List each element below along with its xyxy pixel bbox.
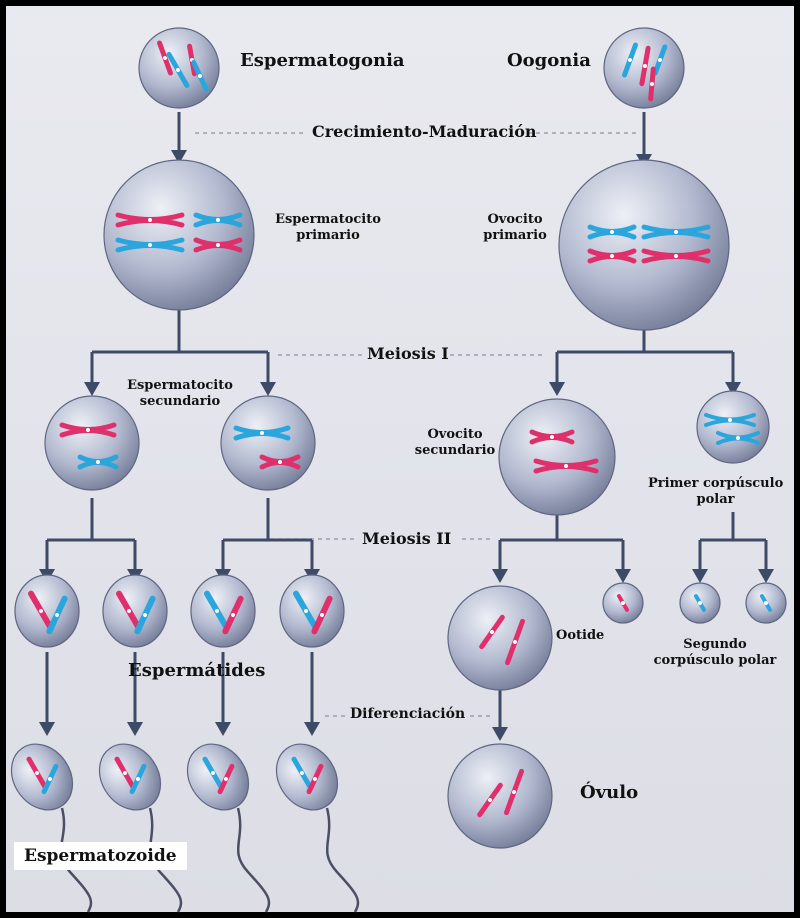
- chromosome-icon: [641, 248, 711, 264]
- cell-icon: [498, 398, 616, 516]
- cell-icon: [190, 574, 256, 648]
- label-espermatogonia: Espermatogonia: [240, 50, 405, 71]
- chromosome-icon: [166, 51, 190, 89]
- chromosome-icon: [479, 614, 505, 650]
- cell-icon: [44, 395, 140, 491]
- chromosome-icon: [652, 44, 668, 76]
- arrow-down-icon: [549, 382, 565, 396]
- label-espermatides: Espermátides: [128, 660, 266, 681]
- label-espermatozoide: Espermatozoide: [14, 842, 187, 870]
- chromosome-icon: [311, 595, 333, 635]
- arrow-down-icon: [492, 569, 508, 583]
- cells-layer: [10, 27, 787, 849]
- chromosome-icon: [217, 763, 235, 795]
- chromosome-icon: [115, 237, 185, 253]
- dashed-guides: [195, 132, 640, 717]
- sperm-tail-icon: [236, 807, 271, 913]
- chromosome-icon: [622, 42, 638, 78]
- label-espermatocito-secundario: Espermatocito secundario: [127, 378, 233, 409]
- chromosome-icon: [115, 212, 185, 228]
- chromosome-icon: [129, 763, 147, 795]
- chromosome-icon: [694, 594, 706, 612]
- cell-icon: [447, 585, 553, 691]
- chromosome-icon: [26, 756, 48, 790]
- chromosome-icon: [28, 590, 54, 632]
- arrow-down-icon: [171, 150, 187, 164]
- arrow-down-icon: [692, 569, 708, 583]
- arrow-down-icon: [260, 382, 276, 396]
- label-ovulo: Óvulo: [580, 782, 639, 803]
- sperm-tail-icon: [325, 807, 360, 913]
- chromosome-icon: [648, 66, 656, 102]
- label-ootide: Ootide: [556, 628, 605, 643]
- chromosome-icon: [306, 763, 324, 795]
- chromosome-icon: [191, 59, 209, 93]
- chromosome-icon: [193, 237, 243, 253]
- cell-icon: [103, 159, 255, 311]
- sperm-tail-icon: [59, 807, 93, 913]
- chromosome-icon: [716, 431, 760, 445]
- chromosome-icon: [587, 248, 637, 264]
- chromosome-icon: [222, 595, 244, 635]
- arrow-down-icon: [758, 569, 774, 583]
- chromosome-icon: [639, 45, 651, 87]
- chromosome-icon: [259, 454, 301, 470]
- cell-icon: [447, 743, 553, 849]
- arrow-down-icon: [127, 722, 143, 736]
- arrow-down-icon: [492, 727, 508, 741]
- chromosome-icon: [504, 618, 526, 666]
- chromosome-icon: [760, 594, 772, 612]
- chromosome-icon: [77, 454, 119, 470]
- chromosome-icon: [533, 458, 599, 474]
- arrow-down-icon: [84, 382, 100, 396]
- chromosome-icon: [233, 425, 291, 441]
- label-crecimiento-maduracion: Crecimiento-Maduración: [312, 122, 537, 141]
- chromosome-icon: [46, 595, 68, 635]
- chromosome-icon: [134, 595, 156, 635]
- chromosome-icon: [114, 756, 136, 790]
- cell-icon: [279, 574, 345, 648]
- cell-icon: [220, 395, 316, 491]
- label-diferenciacion: Diferenciación: [350, 706, 466, 722]
- cell-icon: [696, 390, 770, 464]
- chromosome-icon: [59, 422, 117, 438]
- sperm-head-icon: [10, 743, 74, 811]
- chromosome-icon: [617, 594, 629, 612]
- chromosome-icon: [202, 756, 224, 790]
- arrow-down-icon: [615, 569, 631, 583]
- chromosome-icon: [293, 590, 319, 632]
- chromosome-icon: [477, 782, 503, 818]
- label-meiosis-i: Meiosis I: [367, 344, 449, 363]
- arrow-down-icon: [304, 722, 320, 736]
- chromosome-icon: [704, 413, 756, 427]
- label-oogonia: Oogonia: [507, 50, 591, 71]
- label-ovocito-primario: Ovocito primario: [483, 212, 547, 243]
- chromosome-icon: [41, 763, 59, 795]
- chromosome-icon: [193, 212, 243, 228]
- cell-icon: [14, 574, 80, 648]
- sperm-tail-icon: [148, 807, 183, 913]
- cell-icon: [102, 574, 168, 648]
- label-meiosis-ii: Meiosis II: [362, 529, 452, 548]
- chromosome-icon: [503, 768, 525, 816]
- chromosome-icon: [529, 429, 575, 445]
- sperm-tails: [59, 807, 360, 913]
- arrow-down-icon: [725, 382, 741, 396]
- chromosome-icon: [157, 40, 173, 76]
- chromosome-icon: [587, 224, 637, 240]
- connector-lines: [45, 112, 768, 730]
- label-espermatocito-primario: Espermatocito primario: [275, 212, 381, 243]
- chromosome-icon: [116, 590, 142, 632]
- chromosome-icon: [291, 756, 313, 790]
- label-primer-corpusculo-polar: Primer corpúsculo polar: [648, 476, 784, 507]
- cell-icon: [558, 159, 730, 331]
- arrow-down-icon: [215, 722, 231, 736]
- arrow-down-icon: [39, 722, 55, 736]
- label-ovocito-secundario: Ovocito secundario: [414, 427, 496, 458]
- chromosome-icon: [204, 590, 230, 632]
- chromosome-icon: [641, 224, 711, 240]
- label-segundo-corpusculo-polar: Segundo corpúsculo polar: [653, 637, 777, 668]
